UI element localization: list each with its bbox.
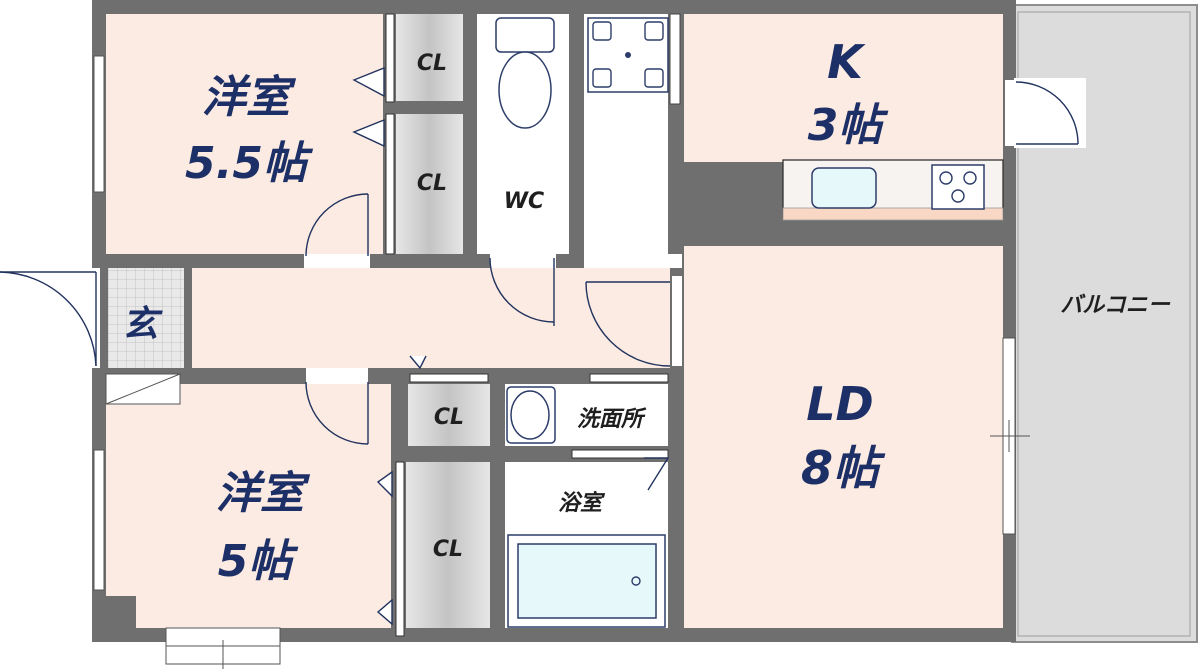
wash-and-bath: [505, 373, 669, 628]
kitchen-size: 3帖: [808, 100, 890, 151]
washroom-label: 洗面所: [577, 407, 647, 432]
entrance: [105, 268, 184, 405]
room-floors: [92, 14, 1003, 642]
toilet-room: [477, 14, 569, 254]
closet-1: [396, 14, 463, 101]
closet-4-label: CL: [433, 537, 463, 562]
closet-3-label: CL: [434, 405, 464, 430]
western-room-1-size: 5.5帖: [185, 138, 314, 189]
windows: [93, 55, 1030, 669]
entrance-label: 玄: [122, 304, 163, 345]
living-dining-size: 8帖: [801, 441, 886, 495]
closet-2: [396, 114, 463, 254]
bathtub: [517, 543, 657, 619]
closet-1-label: CL: [417, 51, 447, 76]
kitchen-name: K: [827, 35, 866, 89]
living-dining-floor: [684, 246, 1003, 628]
western-room-1-floor: [106, 14, 383, 254]
doors: [0, 66, 1086, 626]
western-room-2-size: 5帖: [218, 536, 300, 587]
closets: [385, 13, 490, 637]
living-dining-name: LD: [806, 377, 874, 431]
bathroom-label: 浴室: [558, 490, 606, 516]
western-room-1-name: 洋室: [202, 72, 297, 123]
balcony-label: バルコニー: [1060, 293, 1171, 318]
hallway-floor: [192, 268, 670, 368]
kitchen-counter: [782, 159, 1004, 244]
closet-4: [406, 462, 490, 628]
kitchen-annex: [584, 13, 681, 254]
kitchen-floor: [684, 14, 1003, 162]
closet-2-label: CL: [417, 171, 447, 196]
western-room-2-name: 洋室: [216, 468, 311, 519]
room-2-corner-notch: [92, 596, 136, 642]
western-room-2-floor: [106, 384, 391, 628]
closet-3: [408, 384, 490, 446]
toilet-label: WC: [504, 189, 544, 214]
